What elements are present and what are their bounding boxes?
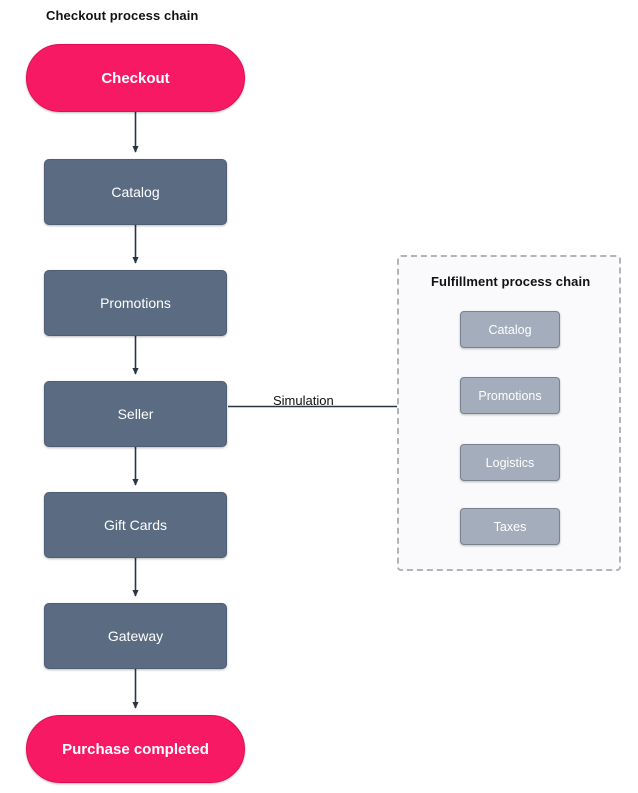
edge-label-simulation: Simulation	[273, 393, 334, 408]
checkout-chain-title: Checkout process chain	[46, 8, 199, 23]
node-seller[interactable]: Seller	[44, 381, 227, 447]
node-checkout[interactable]: Checkout	[26, 44, 245, 112]
node-gift-cards[interactable]: Gift Cards	[44, 492, 227, 558]
node-promotions[interactable]: Promotions	[44, 270, 227, 336]
node-purchase-completed[interactable]: Purchase completed	[26, 715, 245, 783]
subnode-taxes[interactable]: Taxes	[460, 508, 560, 545]
fulfillment-chain-title: Fulfillment process chain	[431, 274, 591, 289]
subnode-logistics[interactable]: Logistics	[460, 444, 560, 481]
subnode-promotions[interactable]: Promotions	[460, 377, 560, 414]
node-gateway[interactable]: Gateway	[44, 603, 227, 669]
subnode-catalog[interactable]: Catalog	[460, 311, 560, 348]
node-catalog[interactable]: Catalog	[44, 159, 227, 225]
